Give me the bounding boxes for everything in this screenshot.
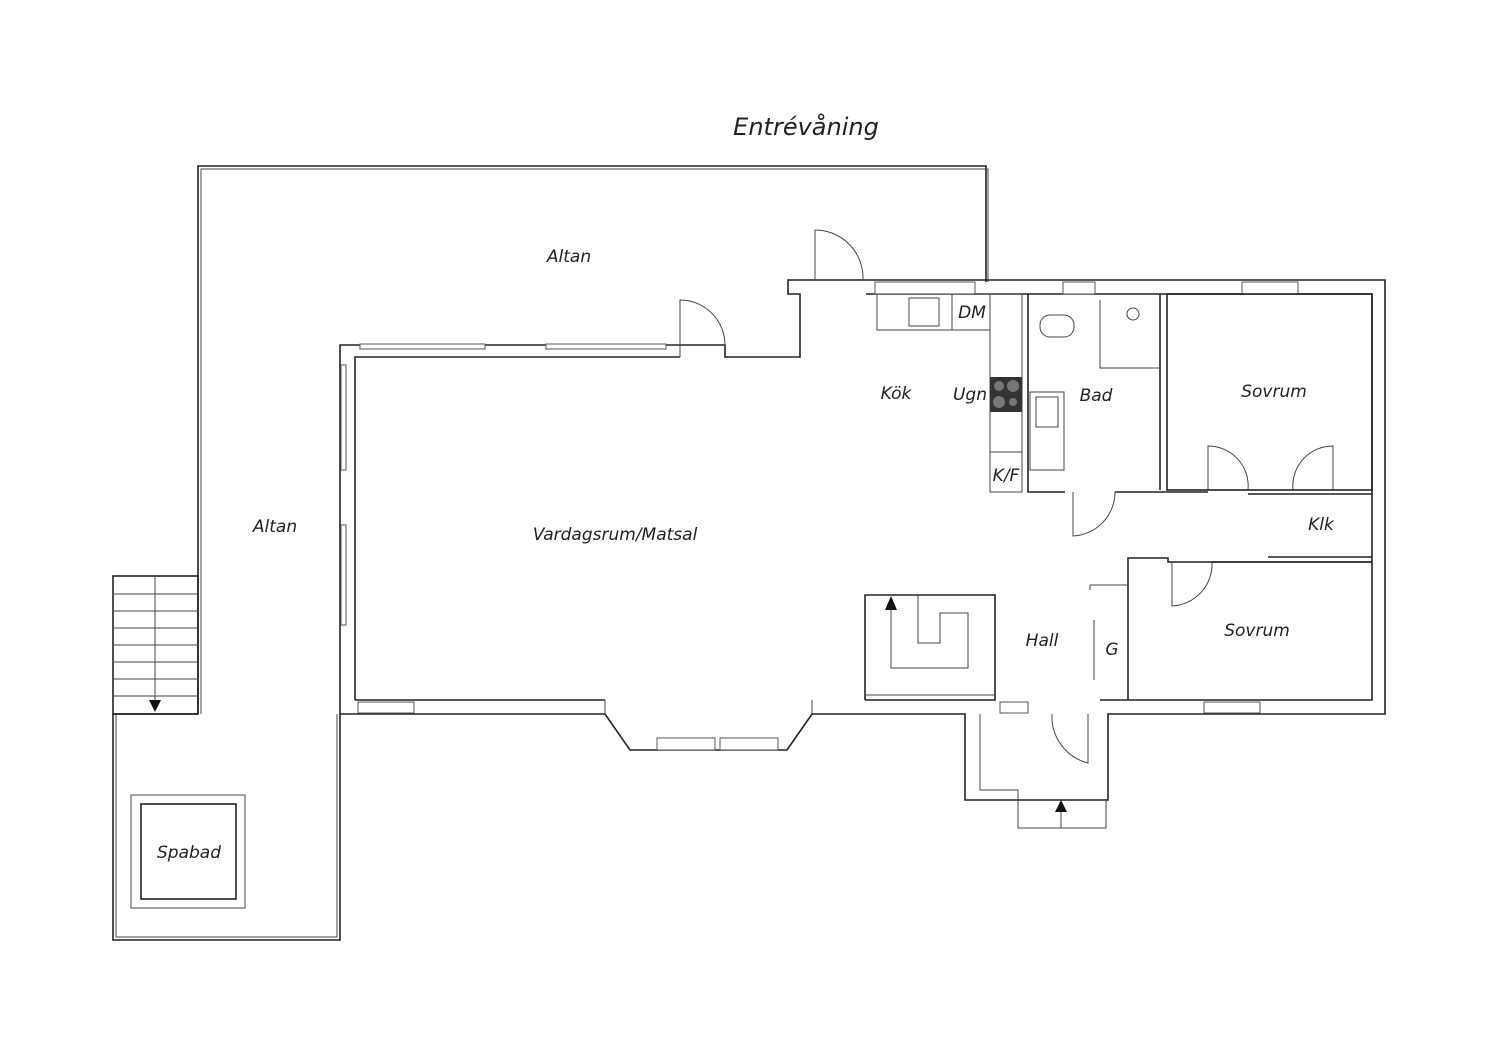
interior-stairs bbox=[864, 594, 996, 701]
deck-stairs bbox=[112, 575, 199, 715]
label-dm: DM bbox=[958, 303, 986, 323]
interior-walls bbox=[876, 293, 1373, 700]
room-label-kok: Kök bbox=[881, 384, 913, 404]
stair-arrow-icon bbox=[149, 700, 161, 712]
label-ugn: Ugn bbox=[953, 385, 987, 405]
stair-up-arrow-icon bbox=[885, 596, 897, 610]
doors bbox=[679, 229, 1334, 764]
label-spabad: Spabad bbox=[157, 843, 221, 863]
label-g: G bbox=[1105, 640, 1118, 660]
room-label-bad: Bad bbox=[1080, 386, 1113, 406]
room-label-hall: Hall bbox=[1026, 631, 1059, 651]
room-label-sovrum-1: Sovrum bbox=[1241, 382, 1307, 402]
label-kf: K/F bbox=[993, 466, 1020, 486]
spabad bbox=[130, 794, 246, 909]
room-label-altan-left: Altan bbox=[252, 517, 297, 537]
deck-outline bbox=[112, 165, 989, 941]
floor-title: Entrévåning bbox=[733, 112, 879, 141]
windows bbox=[340, 281, 1299, 751]
room-label-altan-top: Altan bbox=[546, 247, 591, 267]
exterior-walls bbox=[339, 279, 1386, 829]
room-label-vardagsrum: Vardagsrum/Matsal bbox=[533, 525, 698, 545]
room-label-klk: Klk bbox=[1308, 515, 1335, 535]
entrance-arrow-icon bbox=[1055, 800, 1067, 812]
room-label-sovrum-2: Sovrum bbox=[1224, 621, 1290, 641]
